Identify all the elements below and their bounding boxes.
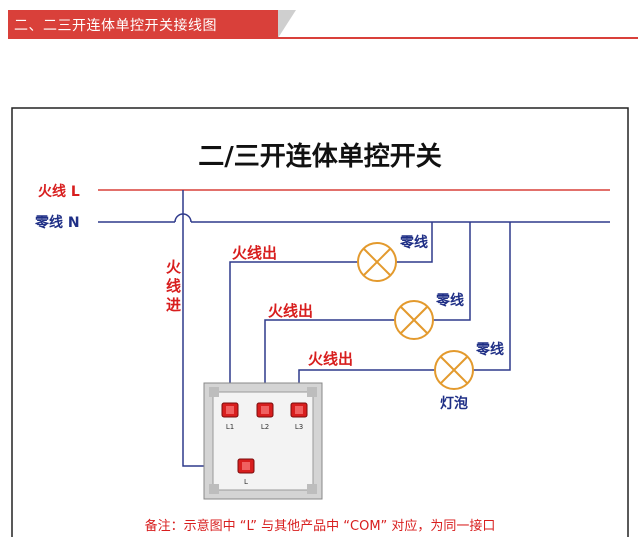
live-out-wire-2 <box>264 319 395 405</box>
live-out-wire-1 <box>229 261 358 405</box>
bulb-icon <box>357 242 397 282</box>
neutral-label: 零线 N <box>34 214 80 231</box>
bulb-label: 灯泡 <box>440 395 468 412</box>
live-out-label-2: 火线出 <box>268 302 313 320</box>
terminal-common <box>237 458 255 474</box>
section-banner: 二、二三开连体单控开关接线图 <box>8 10 638 42</box>
terminal-l3 <box>290 402 308 418</box>
live-label: 火线 L <box>38 183 80 200</box>
lamp-neutral-wire-2 <box>433 222 471 321</box>
live-out-label-3: 火线出 <box>308 350 353 368</box>
terminal-l1-label: L1 <box>226 423 234 431</box>
lamp-neutral-wire-3 <box>473 222 511 371</box>
terminal-l2 <box>256 402 274 418</box>
terminal-l2-label: L2 <box>261 423 269 431</box>
terminal-l1 <box>221 402 239 418</box>
live-in-char-2: 线 <box>166 277 181 295</box>
lamp-neutral-wire-1 <box>396 222 433 263</box>
diagram-title: 二/三开连体单控开关 <box>198 142 442 172</box>
live-in-char-1: 火 <box>166 258 182 276</box>
terminal-l3-label: L3 <box>295 423 303 431</box>
live-out-label-1: 火线出 <box>232 244 277 262</box>
bulb-icon <box>394 300 434 340</box>
bulb-icon <box>434 350 474 390</box>
neutral-short-label-2: 零线 <box>435 292 464 309</box>
terminal-common-label: L <box>244 478 248 486</box>
banner-tab <box>8 10 278 38</box>
footnote: 备注：示意图中 “L” 与其他产品中 “COM” 对应，为同一接口 <box>145 518 496 534</box>
neutral-short-label-3: 零线 <box>475 341 504 358</box>
banner-notch <box>278 10 296 38</box>
switch-module <box>203 382 323 500</box>
banner-title: 二、二三开连体单控开关接线图 <box>14 18 217 34</box>
banner-underline <box>8 37 638 39</box>
neutral-short-label-1: 零线 <box>399 234 428 251</box>
live-in-char-3: 进 <box>166 296 181 314</box>
